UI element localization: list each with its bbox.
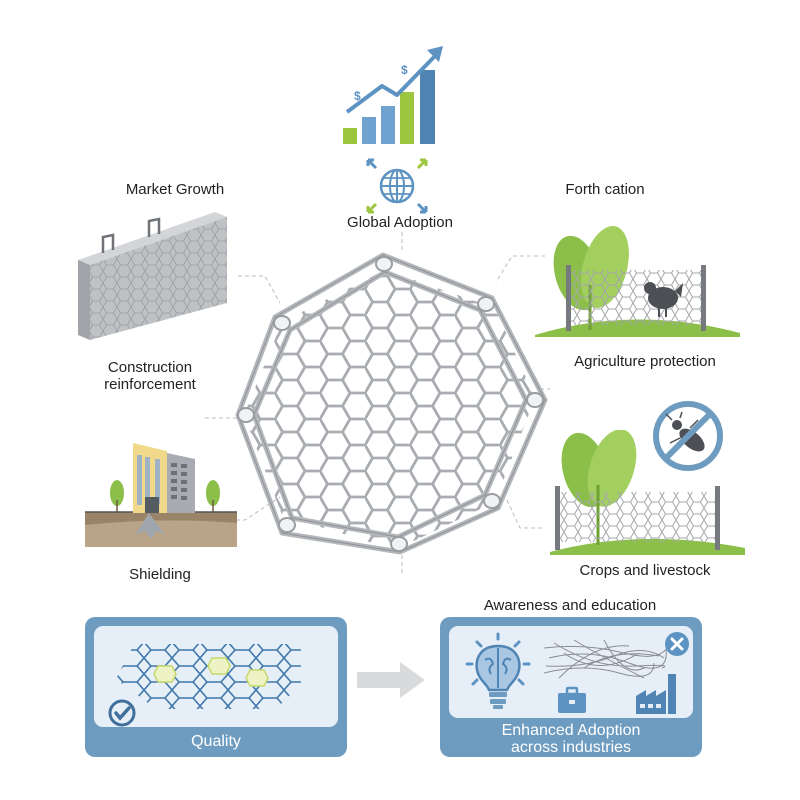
market-growth-label: Market Growth bbox=[125, 181, 225, 198]
mesh-quality-icon bbox=[116, 634, 316, 714]
hexagonal-mesh-octagon bbox=[230, 250, 560, 560]
factory-icon bbox=[634, 668, 682, 716]
svg-text:$: $ bbox=[354, 89, 361, 103]
fibers-icon bbox=[544, 638, 669, 683]
global-adoption-label: Global Adoption bbox=[347, 214, 453, 231]
reinforced-concrete-block-icon bbox=[75, 205, 235, 345]
fortification-label: Forth cation bbox=[565, 181, 645, 198]
brain-lightbulb-icon bbox=[463, 632, 533, 712]
adoption-caption-line2: across industries bbox=[510, 739, 632, 756]
construction-label-line1: Construction bbox=[107, 359, 193, 376]
crop-fence-icon bbox=[550, 430, 745, 555]
construction-label-line2: reinforcement bbox=[104, 376, 196, 393]
chicken-fence-icon bbox=[535, 225, 740, 345]
building-foundation-icon bbox=[85, 435, 245, 555]
crops-label: Crops and livestock bbox=[579, 562, 711, 579]
agriculture-label: Agriculture protection bbox=[574, 353, 716, 370]
adoption-panel-inner bbox=[449, 626, 693, 718]
growth-chart-icon: $ $ bbox=[335, 40, 455, 150]
right-arrow-icon bbox=[355, 660, 430, 700]
check-circle-icon bbox=[107, 698, 137, 728]
briefcase-icon bbox=[557, 686, 587, 714]
no-pest-icon bbox=[650, 398, 730, 478]
adoption-panel: Enhanced Adoption across industries bbox=[440, 617, 702, 757]
shielding-label: Shielding bbox=[129, 566, 191, 583]
svg-text:$: $ bbox=[401, 63, 408, 77]
quality-caption: Quality bbox=[191, 733, 241, 750]
globe-arrows-icon bbox=[360, 156, 434, 214]
close-circle-icon[interactable] bbox=[664, 631, 690, 657]
quality-panel: Quality bbox=[85, 617, 347, 757]
quality-panel-inner bbox=[94, 626, 338, 727]
awareness-heading: Awareness and education bbox=[483, 597, 657, 614]
adoption-caption-line1: Enhanced Adoption bbox=[501, 722, 641, 739]
